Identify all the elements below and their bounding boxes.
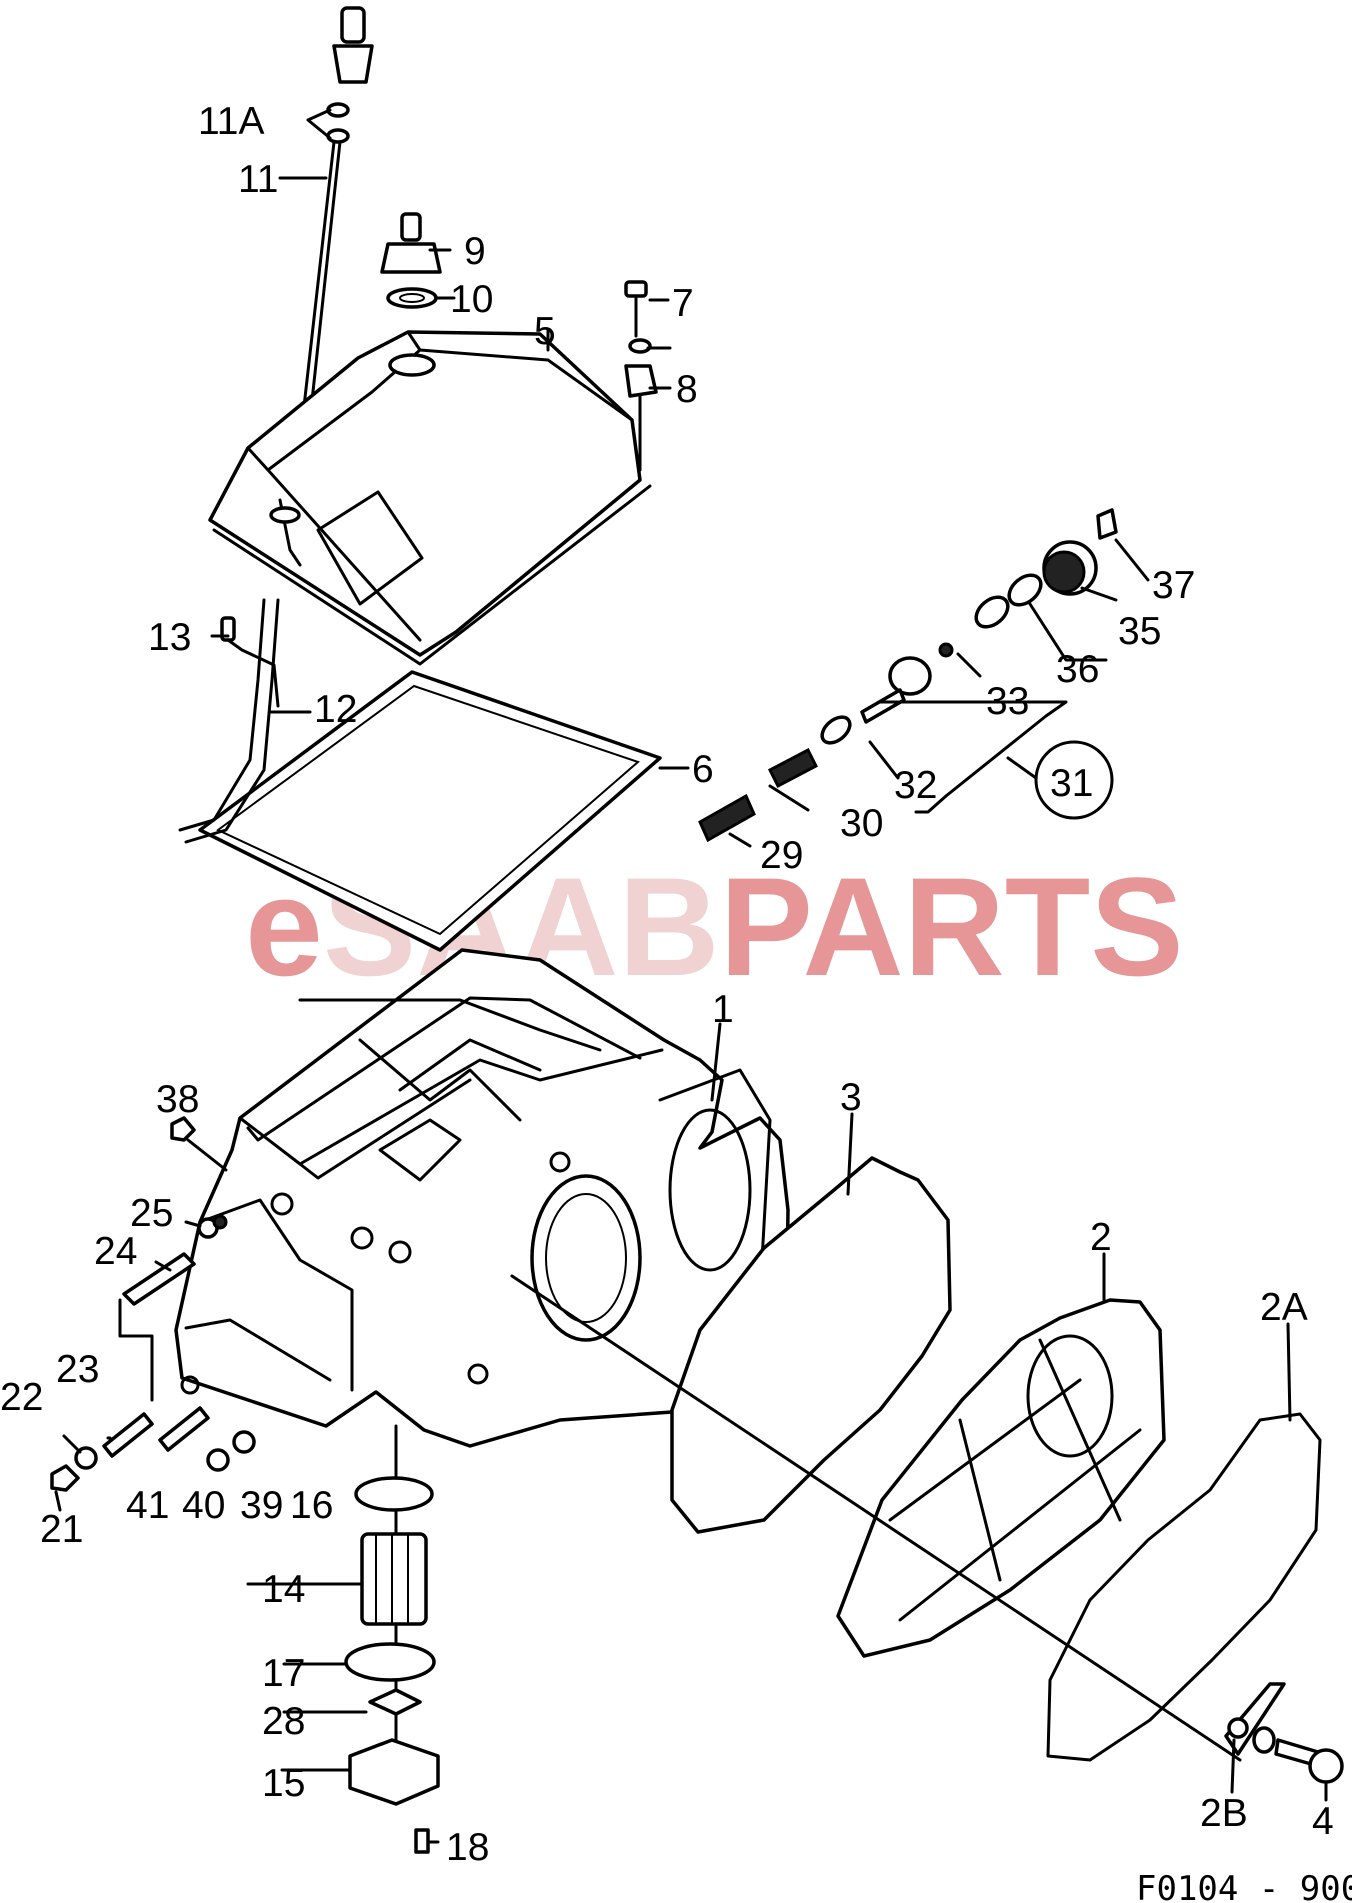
callout-2a: 2A: [1260, 1286, 1308, 1329]
cover-gasket: [198, 670, 662, 952]
callout-28: 28: [262, 1700, 305, 1743]
callout-31: 31: [1050, 762, 1093, 805]
oil-tube: [178, 598, 280, 844]
callout-13: 13: [148, 616, 191, 659]
callout-32: 32: [894, 764, 937, 807]
gearbox-housing: [174, 948, 790, 1448]
callout-37: 37: [1152, 564, 1195, 607]
callout-41: 41: [126, 1484, 169, 1527]
callout-7: 7: [672, 282, 694, 325]
leader-lines: [54, 108, 1328, 1844]
callout-16: 16: [290, 1484, 333, 1527]
callout-3: 3: [840, 1076, 862, 1119]
callout-11: 11: [238, 158, 279, 201]
cover-gasket-2a: [1046, 1412, 1322, 1762]
callout-22: 22: [0, 1376, 43, 1419]
callout-1: 1: [712, 988, 734, 1031]
callout-17: 17: [262, 1652, 305, 1695]
selector-shaft-group: [698, 508, 1118, 843]
callout-11a: 11A: [198, 100, 265, 143]
callout-38: 38: [156, 1078, 199, 1121]
callout-24: 24: [94, 1230, 137, 1273]
callout-4: 4: [1312, 1800, 1334, 1843]
top-cover: [208, 330, 652, 666]
callout-18: 18: [446, 1826, 489, 1869]
callout-15: 15: [262, 1762, 305, 1805]
bolt-and-clip: [624, 280, 658, 472]
callout-29: 29: [760, 834, 803, 877]
callout-40: 40: [182, 1484, 225, 1527]
callout-36: 36: [1056, 648, 1099, 691]
callout-6: 6: [692, 748, 714, 791]
end-bracket-bolt: [1224, 1682, 1344, 1784]
callout-21: 21: [40, 1508, 83, 1551]
callout-25: 25: [130, 1192, 173, 1235]
callout-39: 39: [240, 1484, 283, 1527]
drawing-code: F0104 - 9000: [1136, 1869, 1352, 1903]
callout-10: 10: [450, 278, 493, 321]
end-gasket: [670, 1156, 952, 1534]
callout-12: 12: [314, 688, 357, 731]
end-cover: [836, 1298, 1166, 1658]
callout-labels: 11A 11 9 10 7 5 8 13 12 6 37 35 36 33 31…: [0, 100, 1334, 1869]
watermark-suffix: PARTS: [720, 848, 1184, 1005]
callout-30: 30: [840, 802, 883, 845]
callout-8: 8: [676, 368, 698, 411]
filter-and-drain-parts: [158, 1406, 440, 1854]
callout-9: 9: [464, 230, 486, 273]
callout-23: 23: [56, 1348, 99, 1391]
callout-5: 5: [534, 310, 556, 353]
callout-2b: 2B: [1200, 1792, 1248, 1835]
callout-35: 35: [1118, 610, 1161, 653]
callout-14: 14: [262, 1568, 305, 1611]
breather-plug: [380, 212, 442, 309]
callout-33: 33: [986, 680, 1029, 723]
callout-2: 2: [1090, 1216, 1112, 1259]
